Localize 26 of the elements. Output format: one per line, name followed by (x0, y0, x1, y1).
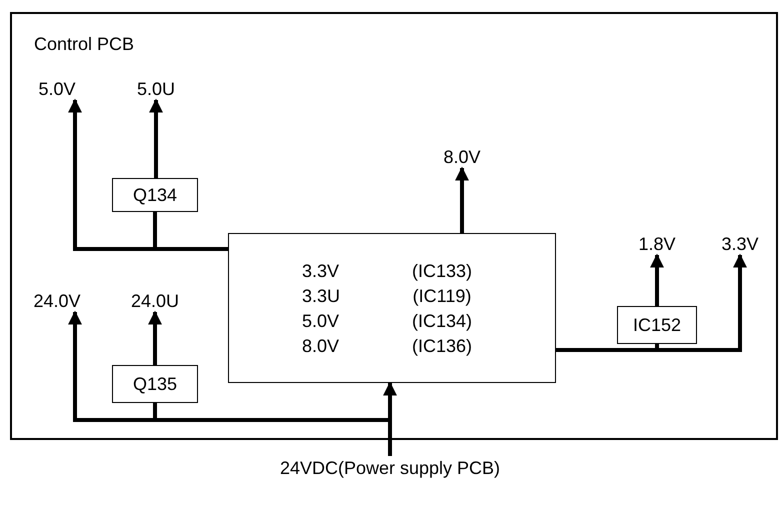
voltage-label: 1.8V (629, 233, 685, 255)
component-box: Q135 (112, 365, 198, 403)
wire-arrow (650, 254, 664, 306)
ic-label: (IC134) (410, 310, 474, 332)
voltage-label: 5.0U (126, 78, 186, 100)
voltage-label: 3.3V (712, 233, 768, 255)
voltage-label: 5.0V (24, 78, 90, 100)
voltage-label: 24.0V (18, 290, 96, 312)
voltage-label: 24VDC(Power supply PCB) (220, 456, 560, 480)
voltage-label: 8.0V (302, 334, 340, 356)
wire-arrow (455, 166, 469, 233)
ic-label: (IC119) (412, 284, 472, 306)
component-box: Q134 (112, 178, 198, 212)
component-box: IC152 (617, 306, 697, 344)
voltage-label: 8.0V (434, 146, 490, 168)
voltage-label: 24.0U (116, 290, 194, 312)
ic-label: (IC133) (410, 260, 474, 282)
regulator-block (228, 233, 556, 383)
voltage-label: 3.3V (302, 260, 340, 282)
voltage-label: 3.3U (302, 284, 342, 306)
voltage-label: 5.0V (302, 310, 340, 332)
wire-arrow (148, 310, 162, 365)
wire-arrow (149, 98, 163, 178)
pcb-outline (10, 12, 778, 440)
ic-label: (IC136) (410, 334, 474, 356)
panel-title: Control PCB (34, 34, 134, 55)
